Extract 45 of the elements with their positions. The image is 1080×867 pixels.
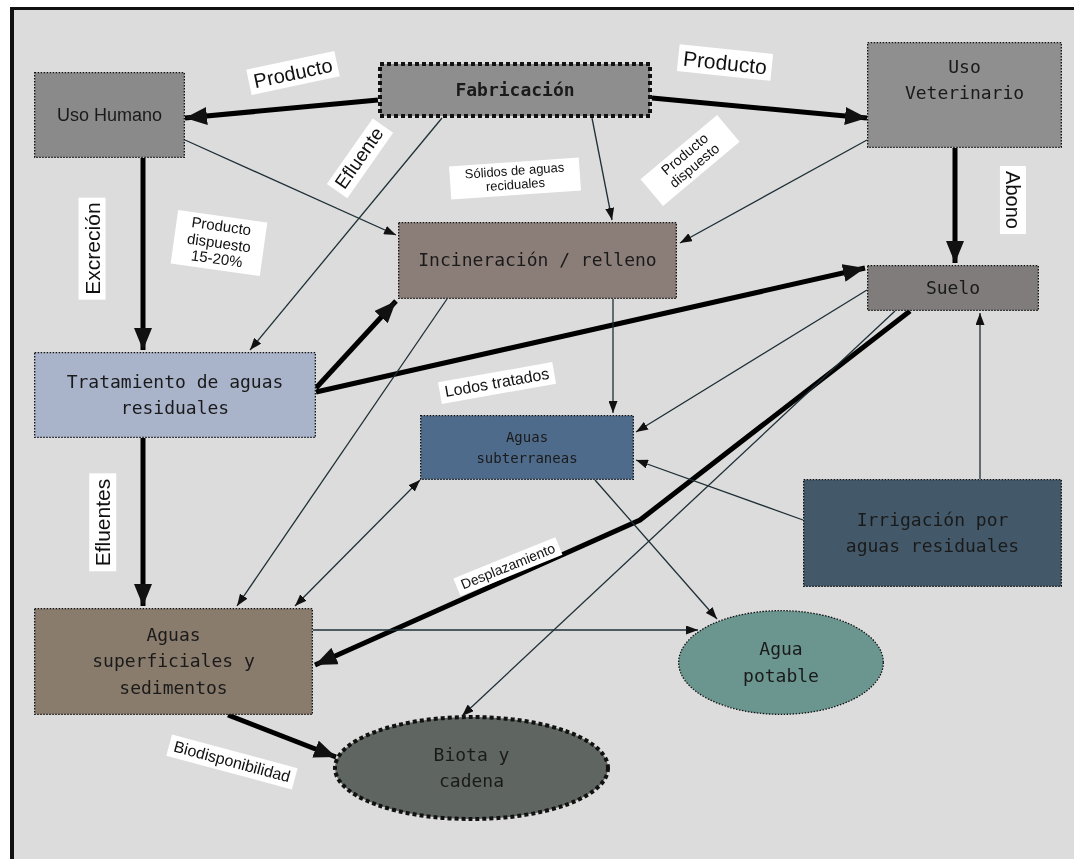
process-ellipse	[333, 715, 610, 821]
arrow	[608, 298, 618, 414]
node-label: Biota y cadena	[432, 742, 511, 793]
arrow	[635, 289, 868, 433]
process-box	[398, 222, 677, 299]
node-label: Aguas superficiales y sedimentos	[91, 623, 256, 700]
arrow	[184, 139, 397, 236]
arrow	[946, 148, 964, 263]
arrow	[312, 625, 699, 635]
arrow	[314, 309, 912, 668]
process-box	[867, 42, 1062, 148]
node-label: Uso Humano	[55, 103, 163, 127]
node-label: Fabricación	[454, 77, 576, 102]
process-box	[34, 72, 185, 158]
process-box	[420, 415, 634, 480]
process-box	[378, 62, 652, 118]
process-box	[803, 479, 1062, 587]
arrow	[236, 298, 448, 607]
arrow	[134, 438, 152, 606]
node-label: Irrigación por aguas residuales	[844, 507, 1021, 558]
node-label: Aguas subterraneas	[475, 428, 579, 468]
arrow	[591, 117, 615, 221]
process-box	[867, 265, 1039, 311]
arrow	[975, 312, 985, 480]
arrow	[679, 139, 868, 244]
node-label: Incineración / relleno	[417, 248, 658, 273]
process-box	[34, 608, 313, 715]
arrow	[651, 95, 868, 125]
process-box	[34, 352, 316, 438]
arrow	[461, 310, 896, 717]
node-label: Tratamiento de aguas residuales	[65, 369, 285, 420]
arrow	[315, 264, 866, 395]
arrow	[134, 158, 152, 350]
arrow	[184, 97, 379, 125]
node-label: Suelo	[924, 275, 982, 300]
edge-label: Excreción	[78, 196, 106, 300]
edge-label: Efluentes	[89, 473, 117, 571]
node-label: Agua potable	[742, 637, 820, 688]
process-ellipse	[678, 610, 884, 715]
arrow	[249, 117, 443, 351]
arrow	[635, 459, 804, 521]
arrow	[594, 479, 718, 620]
arrow	[294, 479, 421, 607]
node-label: Uso Veterinario	[903, 54, 1026, 105]
edge-label: Abono	[999, 166, 1026, 234]
